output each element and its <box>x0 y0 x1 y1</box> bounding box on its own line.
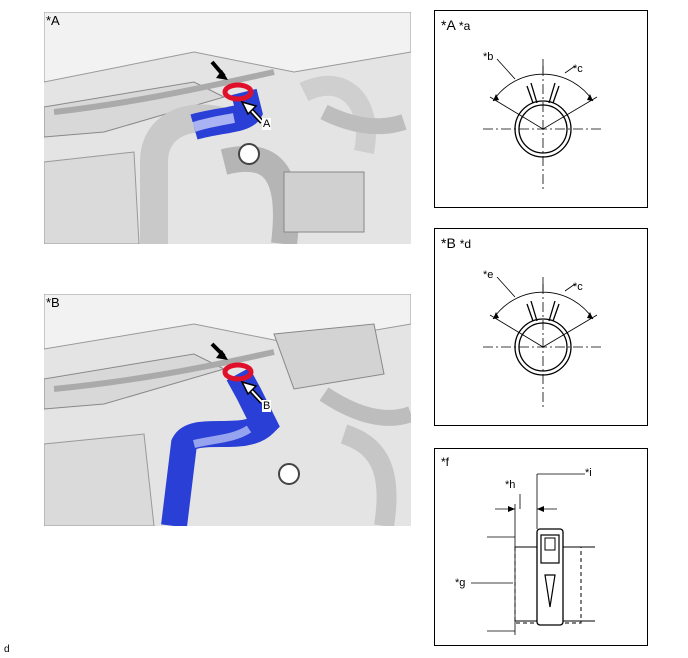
photo-a-label: *A <box>46 13 60 28</box>
panel-f-callout-h: *h <box>505 479 516 491</box>
photo-b-label: *B <box>46 295 60 310</box>
panel-f-callout-i: *i <box>585 467 592 479</box>
panel-b-callout-e: *e <box>483 269 494 281</box>
clamp-angle-panel-a: *A *a *b *c <box>434 10 648 208</box>
photo-a-arrow-letter: A <box>262 118 272 130</box>
panel-a-callout-c: *c <box>573 63 583 75</box>
clamp-position-panel-f: *f *h *i *g <box>434 448 648 646</box>
panel-b-callout-c: *c <box>573 281 583 293</box>
panel-b-subtitle: *d <box>459 237 472 251</box>
panel-a-subtitle: *a <box>458 19 471 33</box>
engine-photo-a: *A A <box>44 12 411 244</box>
panel-a-title: *A <box>441 17 456 33</box>
photo-b-arrow-letter: B <box>262 400 272 412</box>
clamp-angle-panel-b: *B *d *e *c <box>434 228 648 426</box>
footer-mark: d <box>4 644 10 655</box>
panel-b-title: *B <box>441 235 456 251</box>
panel-f-title: *f <box>441 455 450 469</box>
panel-a-callout-b: *b <box>483 51 494 63</box>
panel-f-callout-g: *g <box>455 577 466 589</box>
engine-photo-b: *B B <box>44 294 411 526</box>
